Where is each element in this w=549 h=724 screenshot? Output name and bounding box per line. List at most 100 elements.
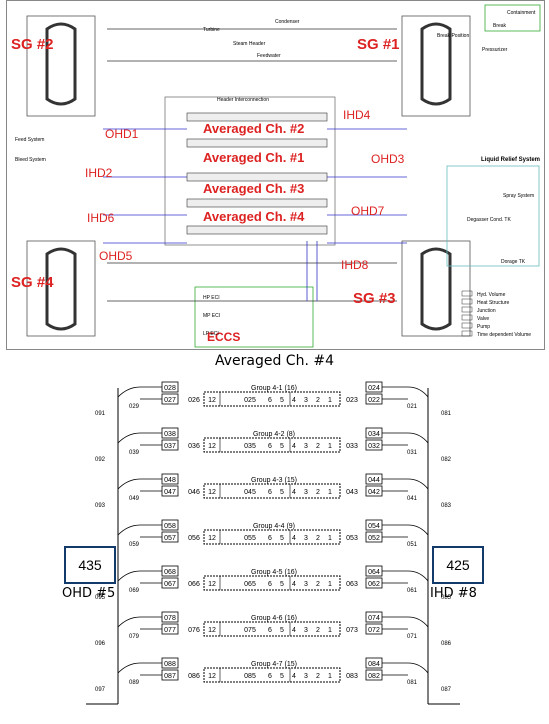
cell-divider xyxy=(219,438,291,452)
cell-id: 5 xyxy=(280,489,284,496)
node-id: 023 xyxy=(346,397,358,404)
cell-id: 4 xyxy=(292,489,296,496)
node-id: 066 xyxy=(188,581,200,588)
ohd3-label: OHD3 xyxy=(371,152,405,166)
cell-id: 2 xyxy=(316,535,320,542)
node-id: 072 xyxy=(368,627,380,634)
junction-id: 095 xyxy=(95,595,106,601)
outlet-arrow xyxy=(407,524,429,536)
cell-id: 2 xyxy=(316,397,320,404)
cell-id: 1 xyxy=(328,489,332,496)
outlet-arrow xyxy=(407,386,429,398)
outlet-arrow xyxy=(407,616,429,628)
mp-eci-label: MP ECI xyxy=(203,313,220,319)
fuel-channel xyxy=(203,667,341,683)
cell-id: 055 xyxy=(244,535,256,542)
cell-id: 12 xyxy=(208,627,216,634)
inlet-arrow xyxy=(117,478,141,490)
cell-id: 1 xyxy=(328,535,332,542)
sg4-label: SG #4 xyxy=(11,274,54,291)
cell-id: 1 xyxy=(328,627,332,634)
cell-id: 5 xyxy=(280,581,284,588)
inlet-arrow xyxy=(117,570,141,582)
cell-id: 4 xyxy=(292,443,296,450)
lp-eci-label: LP ECI xyxy=(203,331,219,337)
junction-id: 081 xyxy=(407,680,418,686)
cell-id: 1 xyxy=(328,397,332,404)
junction-id: 069 xyxy=(129,588,140,594)
sg1-vessel xyxy=(401,15,471,117)
node-id: 037 xyxy=(164,443,176,450)
fuel-channel xyxy=(203,529,341,545)
connector xyxy=(140,432,408,446)
channel-3-label: Averaged Ch. #3 xyxy=(203,181,304,196)
spray-system-label: Spray System xyxy=(503,193,534,199)
cell-id: 6 xyxy=(268,443,272,450)
node-id: 057 xyxy=(164,535,176,542)
cell-id: 2 xyxy=(316,443,320,450)
cell-id: 2 xyxy=(316,489,320,496)
node-id: 056 xyxy=(188,535,200,542)
cell-id: 1 xyxy=(328,673,332,680)
ohd5-box-label: OHD #5 xyxy=(62,586,116,601)
legend-item: Hyd. Volume xyxy=(477,292,506,298)
node-id: 036 xyxy=(188,443,200,450)
junction-id: 093 xyxy=(95,503,106,509)
cell-id: 3 xyxy=(304,627,308,634)
ihd8-box: 425 xyxy=(432,546,484,584)
cell-id: 065 xyxy=(244,581,256,588)
node-id: 086 xyxy=(188,673,200,680)
cell-divider xyxy=(219,668,291,682)
cell-id: 3 xyxy=(304,443,308,450)
condenser-label: Condenser xyxy=(275,19,300,25)
cell-id: 4 xyxy=(292,627,296,634)
cell-id: 5 xyxy=(280,535,284,542)
junction-id: 089 xyxy=(129,680,140,686)
cell-id: 6 xyxy=(268,489,272,496)
cell-id: 5 xyxy=(280,443,284,450)
sg2-vessel xyxy=(26,15,96,117)
cell-id: 6 xyxy=(268,627,272,634)
fuel-channel xyxy=(203,483,341,499)
turbine-label: Turbine xyxy=(203,27,220,33)
sg1-label: SG #1 xyxy=(357,36,400,53)
outlet-arrow xyxy=(407,662,429,674)
group-label: Group 4-6 (16) xyxy=(251,615,297,622)
junction-id: 087 xyxy=(441,687,452,693)
legend-swatch xyxy=(461,314,473,321)
nodalization-diagram: SG #2 SG #1 SG #4 SG #3 Averaged Ch. #2 … xyxy=(6,0,545,350)
liquid-relief-label: Liquid Relief System xyxy=(481,157,540,163)
group-label: Group 4-7 (15) xyxy=(251,661,297,668)
group-label: Group 4-2 (8) xyxy=(253,431,295,438)
break-label: Break xyxy=(493,23,507,29)
cell-id: 6 xyxy=(268,581,272,588)
node-id: 033 xyxy=(346,443,358,450)
pressurizer-label: Pressurizer xyxy=(482,47,508,53)
ohd5-label: OHD5 xyxy=(99,249,133,263)
node-id: 088 xyxy=(164,661,176,668)
cell-divider xyxy=(219,576,291,590)
cell-id: 025 xyxy=(244,397,256,404)
node-id: 044 xyxy=(368,477,380,484)
node-id: 073 xyxy=(346,627,358,634)
legend-swatch xyxy=(461,290,473,297)
cell-divider xyxy=(219,622,291,636)
fuel-channel xyxy=(203,437,341,453)
node-id: 084 xyxy=(368,661,380,668)
fuel-channel xyxy=(203,391,341,407)
node-id: 067 xyxy=(164,581,176,588)
dorage-tank-label: Dorage TK xyxy=(501,259,526,265)
inlet-arrow xyxy=(117,616,141,628)
outlet-arrow xyxy=(407,432,429,444)
fuel-channel xyxy=(203,575,341,591)
cell-id: 5 xyxy=(280,627,284,634)
node-id: 087 xyxy=(164,673,176,680)
group-label: Group 4-3 (15) xyxy=(251,477,297,484)
group-label: Group 4-4 (9) xyxy=(253,523,295,530)
junction-id: 031 xyxy=(407,450,418,456)
cell-id: 1 xyxy=(328,581,332,588)
feed-system-label: Feed System xyxy=(15,137,44,143)
junction-id: 092 xyxy=(95,457,106,463)
cell-id: 2 xyxy=(316,581,320,588)
